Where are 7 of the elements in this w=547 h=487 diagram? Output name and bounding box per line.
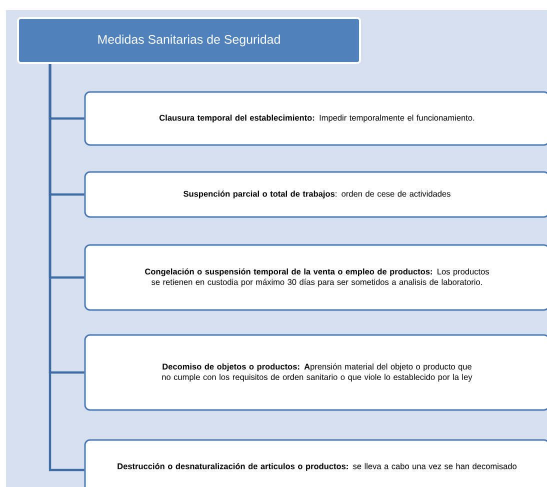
title-box: Medidas Sanitarias de Seguridad: [17, 17, 361, 64]
measure-box: Destrucción o desnaturalización de articulos o productos: se lleva a cabo una vez se han decomisado: [84, 439, 547, 487]
connector-line: [48, 64, 84, 472]
measure-box: Congelación o suspensión temporal de la venta o empleo de productos: Los productos se retienen en custodia por máximo 30 días para ser sometidos a analisis de laboratorio.: [84, 244, 547, 311]
measure-box: Suspención parcial o total de trabajos: orden de cese de actividades: [84, 171, 547, 218]
measure-box: Clausura temporal del establecimiento: Impedir temporalmente el funcionamiento.: [84, 91, 547, 146]
measure-box: Decomiso de objetos o productos: Aprensión material del objeto o producto que no cumple con los requisitos de orden sanitario o que viole lo establecido por la ley: [84, 334, 547, 411]
